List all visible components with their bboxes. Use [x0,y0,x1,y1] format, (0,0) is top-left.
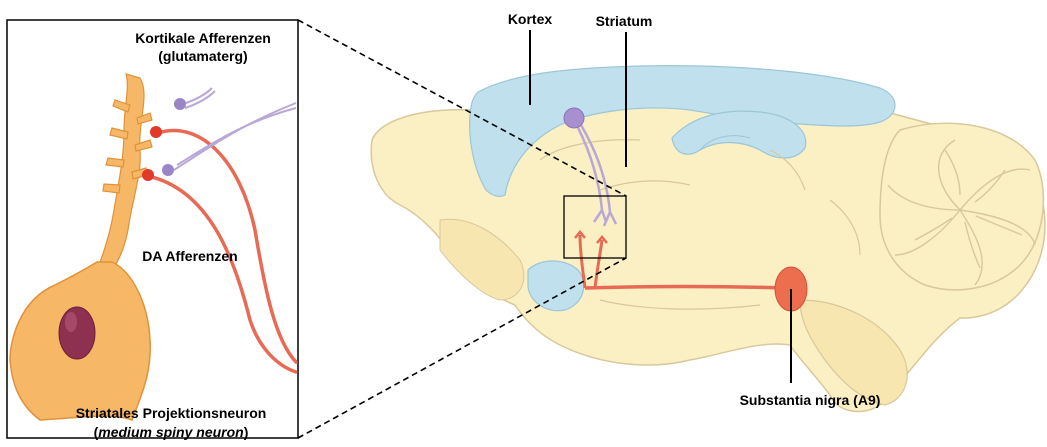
cortical-neuron-soma [564,108,584,128]
label-da-afferents: DA Afferenzen [142,248,237,264]
label-striatum: Striatum [596,13,653,29]
label-cortical-afferents-sub: (glutamaterg) [158,48,247,64]
nigrostriatal-pathway [585,287,785,289]
cerebellum [880,123,1043,290]
label-projection-neuron: Striatales Projektionsneuron [76,405,267,421]
label-substantia-nigra: Substantia nigra (A9) [740,392,881,408]
label-cortical-afferents: Kortikale Afferenzen [135,30,271,46]
inset-neuron-nucleus [59,307,95,359]
brain-sagittal: Kortex Striatum Substantia nigra (A9) [371,11,1045,412]
ventral-blue-region [528,261,584,311]
label-cortex: Kortex [508,11,553,27]
inset-panel: Kortikale Afferenzen (glutamaterg) DA Af… [7,20,298,440]
label-projection-neuron-sub: (medium spiny neuron) [94,424,249,440]
